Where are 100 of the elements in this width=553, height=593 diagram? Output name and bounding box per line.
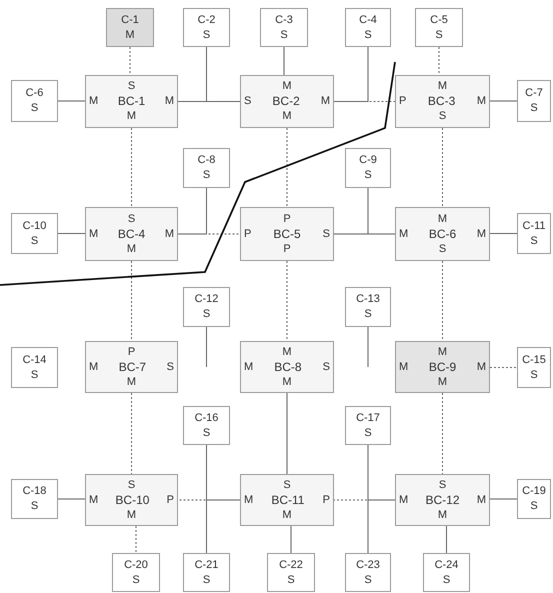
controller-box — [240, 207, 334, 261]
terminal-box — [345, 287, 391, 327]
port-label: S — [202, 572, 210, 588]
connector-line — [206, 46, 240, 102]
connector-line — [286, 392, 288, 474]
terminal-name: C-13 — [356, 292, 380, 307]
port-label: M — [438, 374, 448, 390]
connector-line — [290, 526, 292, 554]
port-label: S — [280, 28, 288, 42]
connector-line — [442, 260, 443, 342]
controller-box — [85, 75, 178, 128]
port-label: S — [530, 499, 538, 514]
port-label: M — [399, 226, 408, 242]
controller-box — [85, 474, 178, 526]
port-label: S — [287, 572, 295, 588]
terminal-box — [415, 8, 463, 47]
connector-line — [131, 128, 132, 208]
port-label: M — [89, 360, 98, 374]
port-label: S — [322, 226, 330, 242]
terminal-box — [345, 406, 391, 445]
port-label: M — [399, 360, 408, 374]
port-label: M — [476, 226, 486, 242]
terminal-name: C-4 — [359, 12, 377, 28]
terminal-box — [345, 8, 391, 47]
port-label: M — [244, 492, 254, 508]
connector-line — [131, 392, 132, 474]
port-label: S — [166, 360, 174, 374]
connector-line — [334, 46, 368, 102]
port-label: M — [244, 360, 254, 374]
terminal-name: C-21 — [194, 558, 218, 572]
port-label: P — [128, 344, 136, 360]
port-label: S — [530, 368, 538, 382]
connector-line — [368, 444, 396, 500]
terminal-box — [11, 479, 58, 519]
port-label: S — [364, 307, 372, 322]
connector-line — [178, 188, 207, 234]
controller-box — [395, 474, 490, 526]
controller-box — [240, 75, 334, 128]
connector-line — [206, 326, 207, 368]
port-label: M — [89, 94, 98, 109]
terminal-box — [183, 8, 230, 47]
controller-box — [85, 207, 178, 261]
port-label: P — [283, 242, 291, 256]
terminal-box — [345, 553, 391, 592]
port-label: S — [202, 307, 210, 322]
controller-name: BC-12 — [425, 492, 460, 508]
terminal-name: C-19 — [522, 484, 546, 499]
controller-name: BC-2 — [272, 94, 300, 109]
port-label: M — [438, 344, 448, 360]
port-label: S — [128, 478, 136, 492]
terminal-name: C-16 — [194, 410, 218, 426]
port-label: M — [89, 226, 98, 242]
port-label: S — [244, 94, 252, 109]
connector-line — [368, 188, 396, 234]
terminal-box — [517, 347, 551, 388]
port-label: P — [322, 492, 330, 508]
connector-line — [286, 128, 288, 208]
terminal-name: C-8 — [198, 153, 216, 168]
port-label: M — [399, 492, 408, 508]
connector-line — [206, 444, 240, 500]
terminal-box — [106, 8, 154, 47]
port-label: M — [126, 109, 136, 124]
port-label: S — [202, 426, 210, 440]
port-label: S — [530, 234, 538, 248]
terminal-name: C-17 — [356, 410, 380, 426]
port-label: M — [125, 28, 135, 42]
port-label: M — [282, 79, 292, 94]
connector-line — [490, 233, 518, 234]
port-label: M — [438, 79, 448, 94]
port-label: M — [320, 94, 330, 109]
port-label: S — [30, 368, 38, 382]
port-label: S — [438, 478, 446, 492]
port-label: P — [399, 94, 406, 109]
port-label: S — [202, 168, 210, 183]
port-label: P — [244, 226, 252, 242]
terminal-box — [267, 553, 315, 592]
terminal-name: C-22 — [279, 558, 303, 572]
terminal-box — [517, 479, 551, 519]
port-label: M — [282, 109, 292, 124]
terminal-name: C-11 — [522, 218, 546, 234]
port-label: S — [435, 28, 443, 42]
connector-line — [286, 260, 288, 342]
terminal-name: C-6 — [26, 86, 44, 101]
port-label: P — [166, 492, 174, 508]
port-label: M — [282, 508, 292, 522]
port-label: S — [30, 499, 38, 514]
connector-line — [58, 100, 86, 102]
controller-name: BC-8 — [274, 360, 302, 374]
terminal-name: C-5 — [430, 12, 448, 28]
port-label: M — [476, 360, 486, 374]
terminal-box — [112, 553, 160, 592]
terminal-name: C-2 — [198, 12, 216, 28]
terminal-box — [517, 213, 551, 254]
terminal-box — [183, 287, 230, 327]
port-label: S — [442, 572, 450, 588]
terminal-box — [517, 80, 551, 122]
terminal-box — [183, 406, 230, 445]
controller-box — [240, 341, 334, 393]
connector-line — [58, 233, 86, 234]
connector-line — [490, 100, 518, 102]
